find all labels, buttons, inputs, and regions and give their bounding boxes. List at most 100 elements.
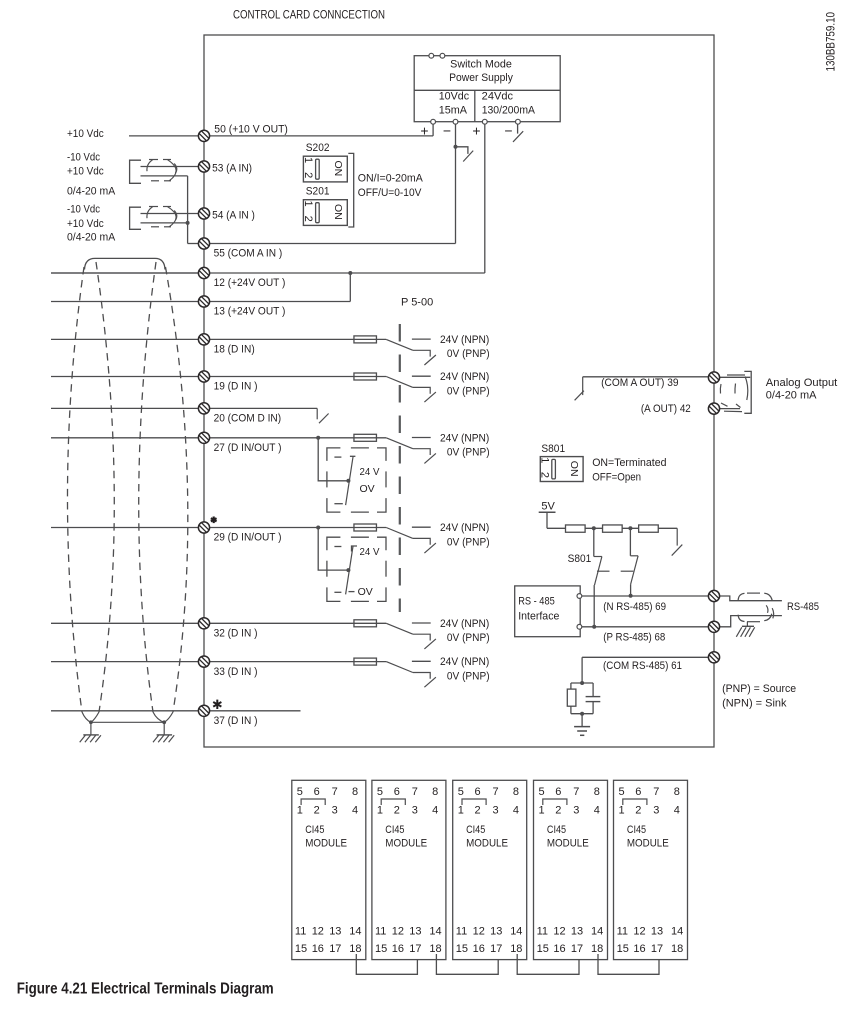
svg-text:5: 5: [619, 786, 625, 798]
svg-text:16: 16: [633, 943, 645, 955]
svg-text:6: 6: [475, 786, 481, 798]
svg-text:CI45: CI45: [627, 824, 646, 836]
svg-text:11: 11: [617, 925, 628, 937]
svg-text:0V (PNP): 0V (PNP): [447, 670, 490, 682]
svg-text:3: 3: [493, 805, 499, 817]
svg-text:24 V: 24 V: [360, 466, 380, 478]
svg-text:12 (+24V OUT ): 12 (+24V OUT ): [214, 277, 286, 289]
svg-text:8: 8: [432, 786, 438, 798]
svg-text:0V (PNP): 0V (PNP): [447, 385, 490, 397]
svg-text:7: 7: [332, 786, 338, 798]
svg-text:13: 13: [329, 925, 341, 937]
svg-text:4: 4: [594, 805, 600, 817]
svg-text:15mA: 15mA: [439, 104, 468, 116]
svg-text:ON: ON: [568, 461, 580, 477]
svg-text:0V (PNP): 0V (PNP): [447, 447, 490, 459]
svg-text:19 (D IN ): 19 (D IN ): [214, 381, 258, 393]
svg-text:+: +: [420, 123, 428, 139]
svg-text:16: 16: [473, 943, 485, 955]
svg-text:Figure 4.21 Electrical Termina: Figure 4.21 Electrical Terminals Diagram: [17, 981, 274, 998]
svg-text:20 (COM D IN): 20 (COM D IN): [214, 413, 282, 425]
svg-text:15: 15: [456, 943, 468, 955]
svg-text:13: 13: [409, 925, 421, 937]
svg-text:P 5-00: P 5-00: [401, 297, 433, 309]
svg-text:2: 2: [302, 172, 314, 178]
svg-text:−: −: [443, 123, 451, 139]
svg-text:18: 18: [349, 943, 361, 955]
svg-text:1: 1: [377, 805, 383, 817]
svg-text:16: 16: [553, 943, 565, 955]
svg-text:MODULE: MODULE: [466, 838, 508, 850]
svg-text:17: 17: [329, 943, 341, 955]
svg-text:4: 4: [352, 805, 358, 817]
svg-text:ON: ON: [332, 204, 344, 220]
svg-text:11: 11: [295, 925, 306, 937]
svg-text:12: 12: [392, 925, 404, 937]
svg-text:12: 12: [312, 925, 324, 937]
svg-text:24V (NPN): 24V (NPN): [440, 618, 489, 630]
svg-text:7: 7: [653, 786, 659, 798]
svg-text:14: 14: [510, 925, 522, 937]
svg-text:MODULE: MODULE: [547, 838, 589, 850]
svg-text:6: 6: [635, 786, 641, 798]
svg-text:2: 2: [635, 805, 641, 817]
svg-text:130/200mA: 130/200mA: [482, 104, 536, 116]
svg-text:3: 3: [412, 805, 418, 817]
svg-text:0/4-20 mA: 0/4-20 mA: [67, 186, 116, 198]
svg-text:14: 14: [671, 925, 683, 937]
svg-text:6: 6: [394, 786, 400, 798]
svg-text:OV: OV: [360, 483, 375, 495]
svg-text:1: 1: [302, 157, 314, 163]
svg-text:7: 7: [412, 786, 418, 798]
svg-text:S801: S801: [568, 553, 592, 565]
svg-text:-10 Vdc: -10 Vdc: [67, 203, 100, 215]
svg-text:OFF=Open: OFF=Open: [592, 472, 641, 484]
svg-text:RS - 485: RS - 485: [518, 595, 555, 607]
svg-text:3: 3: [332, 805, 338, 817]
svg-text:Analog Output: Analog Output: [766, 377, 838, 389]
svg-text:2: 2: [475, 805, 481, 817]
svg-text:14: 14: [591, 925, 603, 937]
svg-text:2: 2: [314, 805, 320, 817]
svg-text:11: 11: [375, 925, 386, 937]
svg-text:0/4-20 mA: 0/4-20 mA: [67, 232, 116, 244]
svg-text:24V (NPN): 24V (NPN): [440, 432, 489, 444]
svg-text:+10 Vdc: +10 Vdc: [67, 128, 104, 140]
svg-text:24V (NPN): 24V (NPN): [440, 522, 489, 534]
svg-text:S202: S202: [306, 142, 330, 154]
svg-text:16: 16: [392, 943, 404, 955]
svg-text:8: 8: [513, 786, 519, 798]
svg-text:7: 7: [573, 786, 579, 798]
svg-text:+10 Vdc: +10 Vdc: [67, 166, 104, 178]
svg-text:17: 17: [571, 943, 583, 955]
svg-text:0V (PNP): 0V (PNP): [447, 632, 490, 644]
svg-text:3: 3: [653, 805, 659, 817]
svg-text:7: 7: [493, 786, 499, 798]
svg-text:Switch Mode: Switch Mode: [450, 58, 512, 70]
svg-text:15: 15: [617, 943, 629, 955]
svg-text:13: 13: [651, 925, 663, 937]
svg-text:33 (D IN ): 33 (D IN ): [214, 666, 258, 678]
svg-text:24Vdc: 24Vdc: [482, 91, 514, 103]
svg-text:1: 1: [302, 201, 314, 207]
svg-text:5: 5: [539, 786, 545, 798]
svg-text:13 (+24V OUT ): 13 (+24V OUT ): [214, 306, 286, 318]
svg-text:11: 11: [456, 925, 467, 937]
svg-text:(NPN) = Sink: (NPN) = Sink: [722, 697, 787, 709]
svg-text:8: 8: [352, 786, 358, 798]
svg-text:ON/I=0-20mA: ON/I=0-20mA: [358, 173, 424, 185]
svg-text:12: 12: [633, 925, 645, 937]
svg-text:ON=Terminated: ON=Terminated: [592, 457, 666, 469]
svg-text:18: 18: [429, 943, 441, 955]
svg-text:−: −: [504, 123, 512, 139]
svg-text:18: 18: [510, 943, 522, 955]
svg-text:OV: OV: [358, 586, 373, 598]
svg-text:MODULE: MODULE: [627, 838, 669, 850]
svg-text:1: 1: [458, 805, 464, 817]
svg-text:(A OUT) 42: (A OUT) 42: [641, 403, 691, 415]
svg-text:S801: S801: [541, 443, 565, 455]
svg-text:14: 14: [349, 925, 361, 937]
svg-text:CI45: CI45: [385, 824, 404, 836]
svg-text:27 (D IN/OUT ): 27 (D IN/OUT ): [214, 442, 282, 454]
svg-text:2: 2: [394, 805, 400, 817]
